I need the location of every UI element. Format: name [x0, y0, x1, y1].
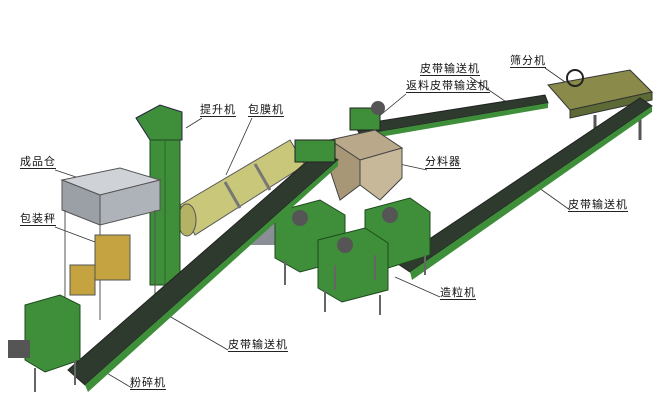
belt-conveyor-top	[349, 94, 549, 140]
label-packing-scale: 包装秤	[20, 212, 56, 226]
belt-conveyor-right	[394, 97, 653, 280]
distributor	[328, 129, 404, 201]
belt-conveyor-bottom	[67, 139, 339, 392]
label-bucket-elevator: 提升机	[200, 103, 236, 117]
crusher	[8, 294, 81, 392]
label-belt-conveyor-right: 皮带输送机	[568, 198, 628, 212]
label-belt-conveyor-bottom: 皮带输送机	[228, 338, 288, 352]
label-granulator: 造粒机	[440, 286, 476, 300]
label-return-belt-conveyor: 返料皮带输送机	[406, 79, 490, 93]
label-finished-product-bin: 成品仓	[20, 155, 56, 169]
granulators	[274, 197, 431, 315]
label-crusher: 粉碎机	[130, 376, 166, 390]
label-distributor: 分料器	[425, 155, 461, 169]
label-screening-machine: 筛分机	[510, 54, 546, 68]
finished-product-bin	[60, 167, 162, 320]
label-belt-conveyor-top: 皮带输送机	[420, 62, 480, 76]
label-coating-machine: 包膜机	[248, 103, 284, 117]
